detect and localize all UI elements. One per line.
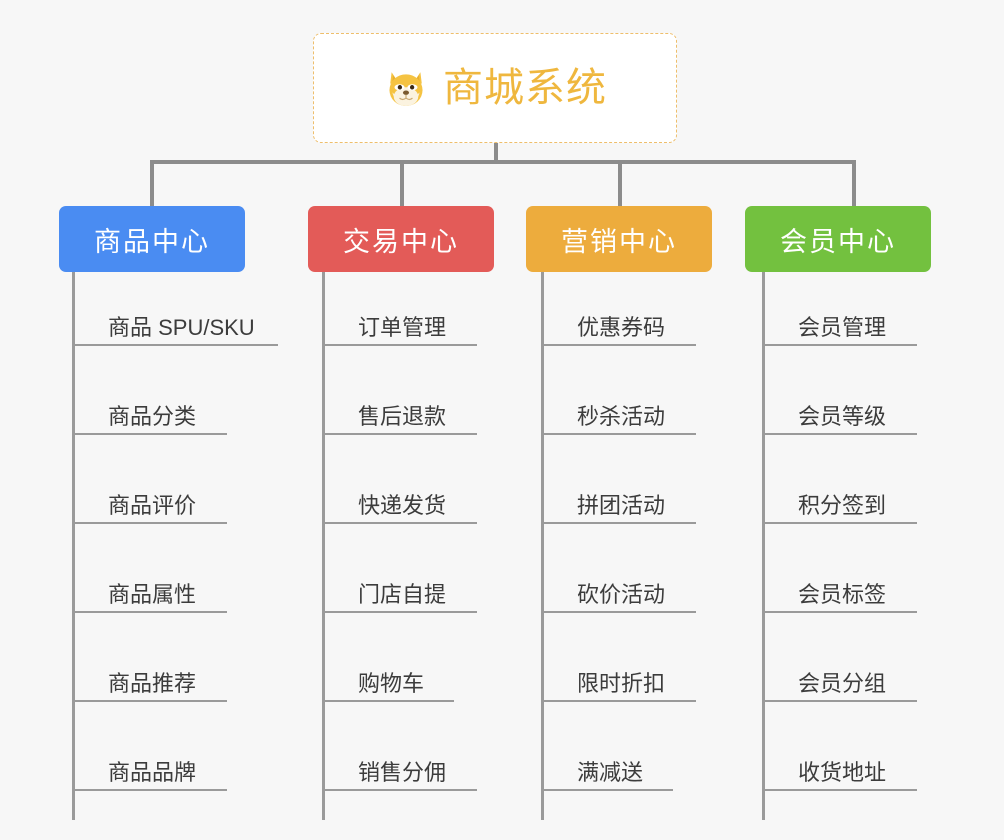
item-label: 积分签到 <box>798 492 887 518</box>
branch-trunk-2 <box>322 272 325 820</box>
list-item[interactable]: 会员管理 <box>762 272 917 346</box>
item-label: 商品分类 <box>108 403 197 429</box>
list-item[interactable]: 门店自提 <box>322 539 477 613</box>
category-header-2[interactable]: 交易中心 <box>308 206 494 272</box>
list-item[interactable]: 拼团活动 <box>541 450 696 524</box>
item-label: 收货地址 <box>798 759 887 785</box>
list-item[interactable]: 商品分类 <box>72 361 227 435</box>
connector-drop-2 <box>400 160 404 208</box>
root-title: 商城系统 <box>443 66 607 110</box>
list-item[interactable]: 会员标签 <box>762 539 917 613</box>
item-label: 优惠券码 <box>577 314 666 340</box>
item-label: 会员管理 <box>798 314 887 340</box>
root-node[interactable]: 商城系统 <box>313 33 677 143</box>
connector-drop-4 <box>852 160 856 208</box>
connector-drop-3 <box>618 160 622 208</box>
item-label: 快递发货 <box>358 492 447 518</box>
list-item[interactable]: 购物车 <box>322 628 454 702</box>
connector-root-stem <box>494 143 498 163</box>
list-item[interactable]: 满减送 <box>541 717 673 791</box>
list-item[interactable]: 砍价活动 <box>541 539 696 613</box>
list-item[interactable]: 销售分佣 <box>322 717 477 791</box>
list-item[interactable]: 快递发货 <box>322 450 477 524</box>
shiba-dog-face-icon <box>383 65 429 111</box>
item-label: 商品评价 <box>108 492 197 518</box>
item-label: 商品品牌 <box>108 759 197 785</box>
category-title-2: 交易中心 <box>343 226 459 257</box>
item-label: 商品 SPU/SKU <box>108 314 255 340</box>
item-label: 销售分佣 <box>358 759 447 785</box>
item-label: 拼团活动 <box>577 492 666 518</box>
list-item[interactable]: 优惠券码 <box>541 272 696 346</box>
item-label: 秒杀活动 <box>577 403 666 429</box>
branch-trunk-3 <box>541 272 544 820</box>
list-item[interactable]: 商品 SPU/SKU <box>72 272 278 346</box>
connector-drop-1 <box>150 160 154 208</box>
branch-trunk-1 <box>72 272 75 820</box>
list-item[interactable]: 收货地址 <box>762 717 917 791</box>
category-title-4: 会员中心 <box>780 226 896 257</box>
list-item[interactable]: 积分签到 <box>762 450 917 524</box>
item-label: 商品属性 <box>108 581 197 607</box>
connector-horizontal-bus <box>150 160 854 164</box>
item-label: 售后退款 <box>358 403 447 429</box>
item-label: 满减送 <box>577 759 644 785</box>
list-item[interactable]: 限时折扣 <box>541 628 696 702</box>
item-label: 会员分组 <box>798 670 887 696</box>
item-label: 门店自提 <box>358 581 447 607</box>
list-item[interactable]: 会员等级 <box>762 361 917 435</box>
list-item[interactable]: 订单管理 <box>322 272 477 346</box>
list-item[interactable]: 商品属性 <box>72 539 227 613</box>
item-label: 订单管理 <box>358 314 447 340</box>
category-header-1[interactable]: 商品中心 <box>59 206 245 272</box>
item-label: 商品推荐 <box>108 670 197 696</box>
item-label: 限时折扣 <box>577 670 666 696</box>
list-item[interactable]: 售后退款 <box>322 361 477 435</box>
category-title-3: 营销中心 <box>561 226 677 257</box>
list-item[interactable]: 商品推荐 <box>72 628 227 702</box>
item-label: 购物车 <box>358 670 425 696</box>
category-title-1: 商品中心 <box>94 226 210 257</box>
item-label: 会员等级 <box>798 403 887 429</box>
list-item[interactable]: 会员分组 <box>762 628 917 702</box>
list-item[interactable]: 商品品牌 <box>72 717 227 791</box>
category-header-3[interactable]: 营销中心 <box>526 206 712 272</box>
list-item[interactable]: 秒杀活动 <box>541 361 696 435</box>
branch-trunk-4 <box>762 272 765 820</box>
category-header-4[interactable]: 会员中心 <box>745 206 931 272</box>
list-item[interactable]: 商品评价 <box>72 450 227 524</box>
item-label: 会员标签 <box>798 581 887 607</box>
item-label: 砍价活动 <box>577 581 666 607</box>
